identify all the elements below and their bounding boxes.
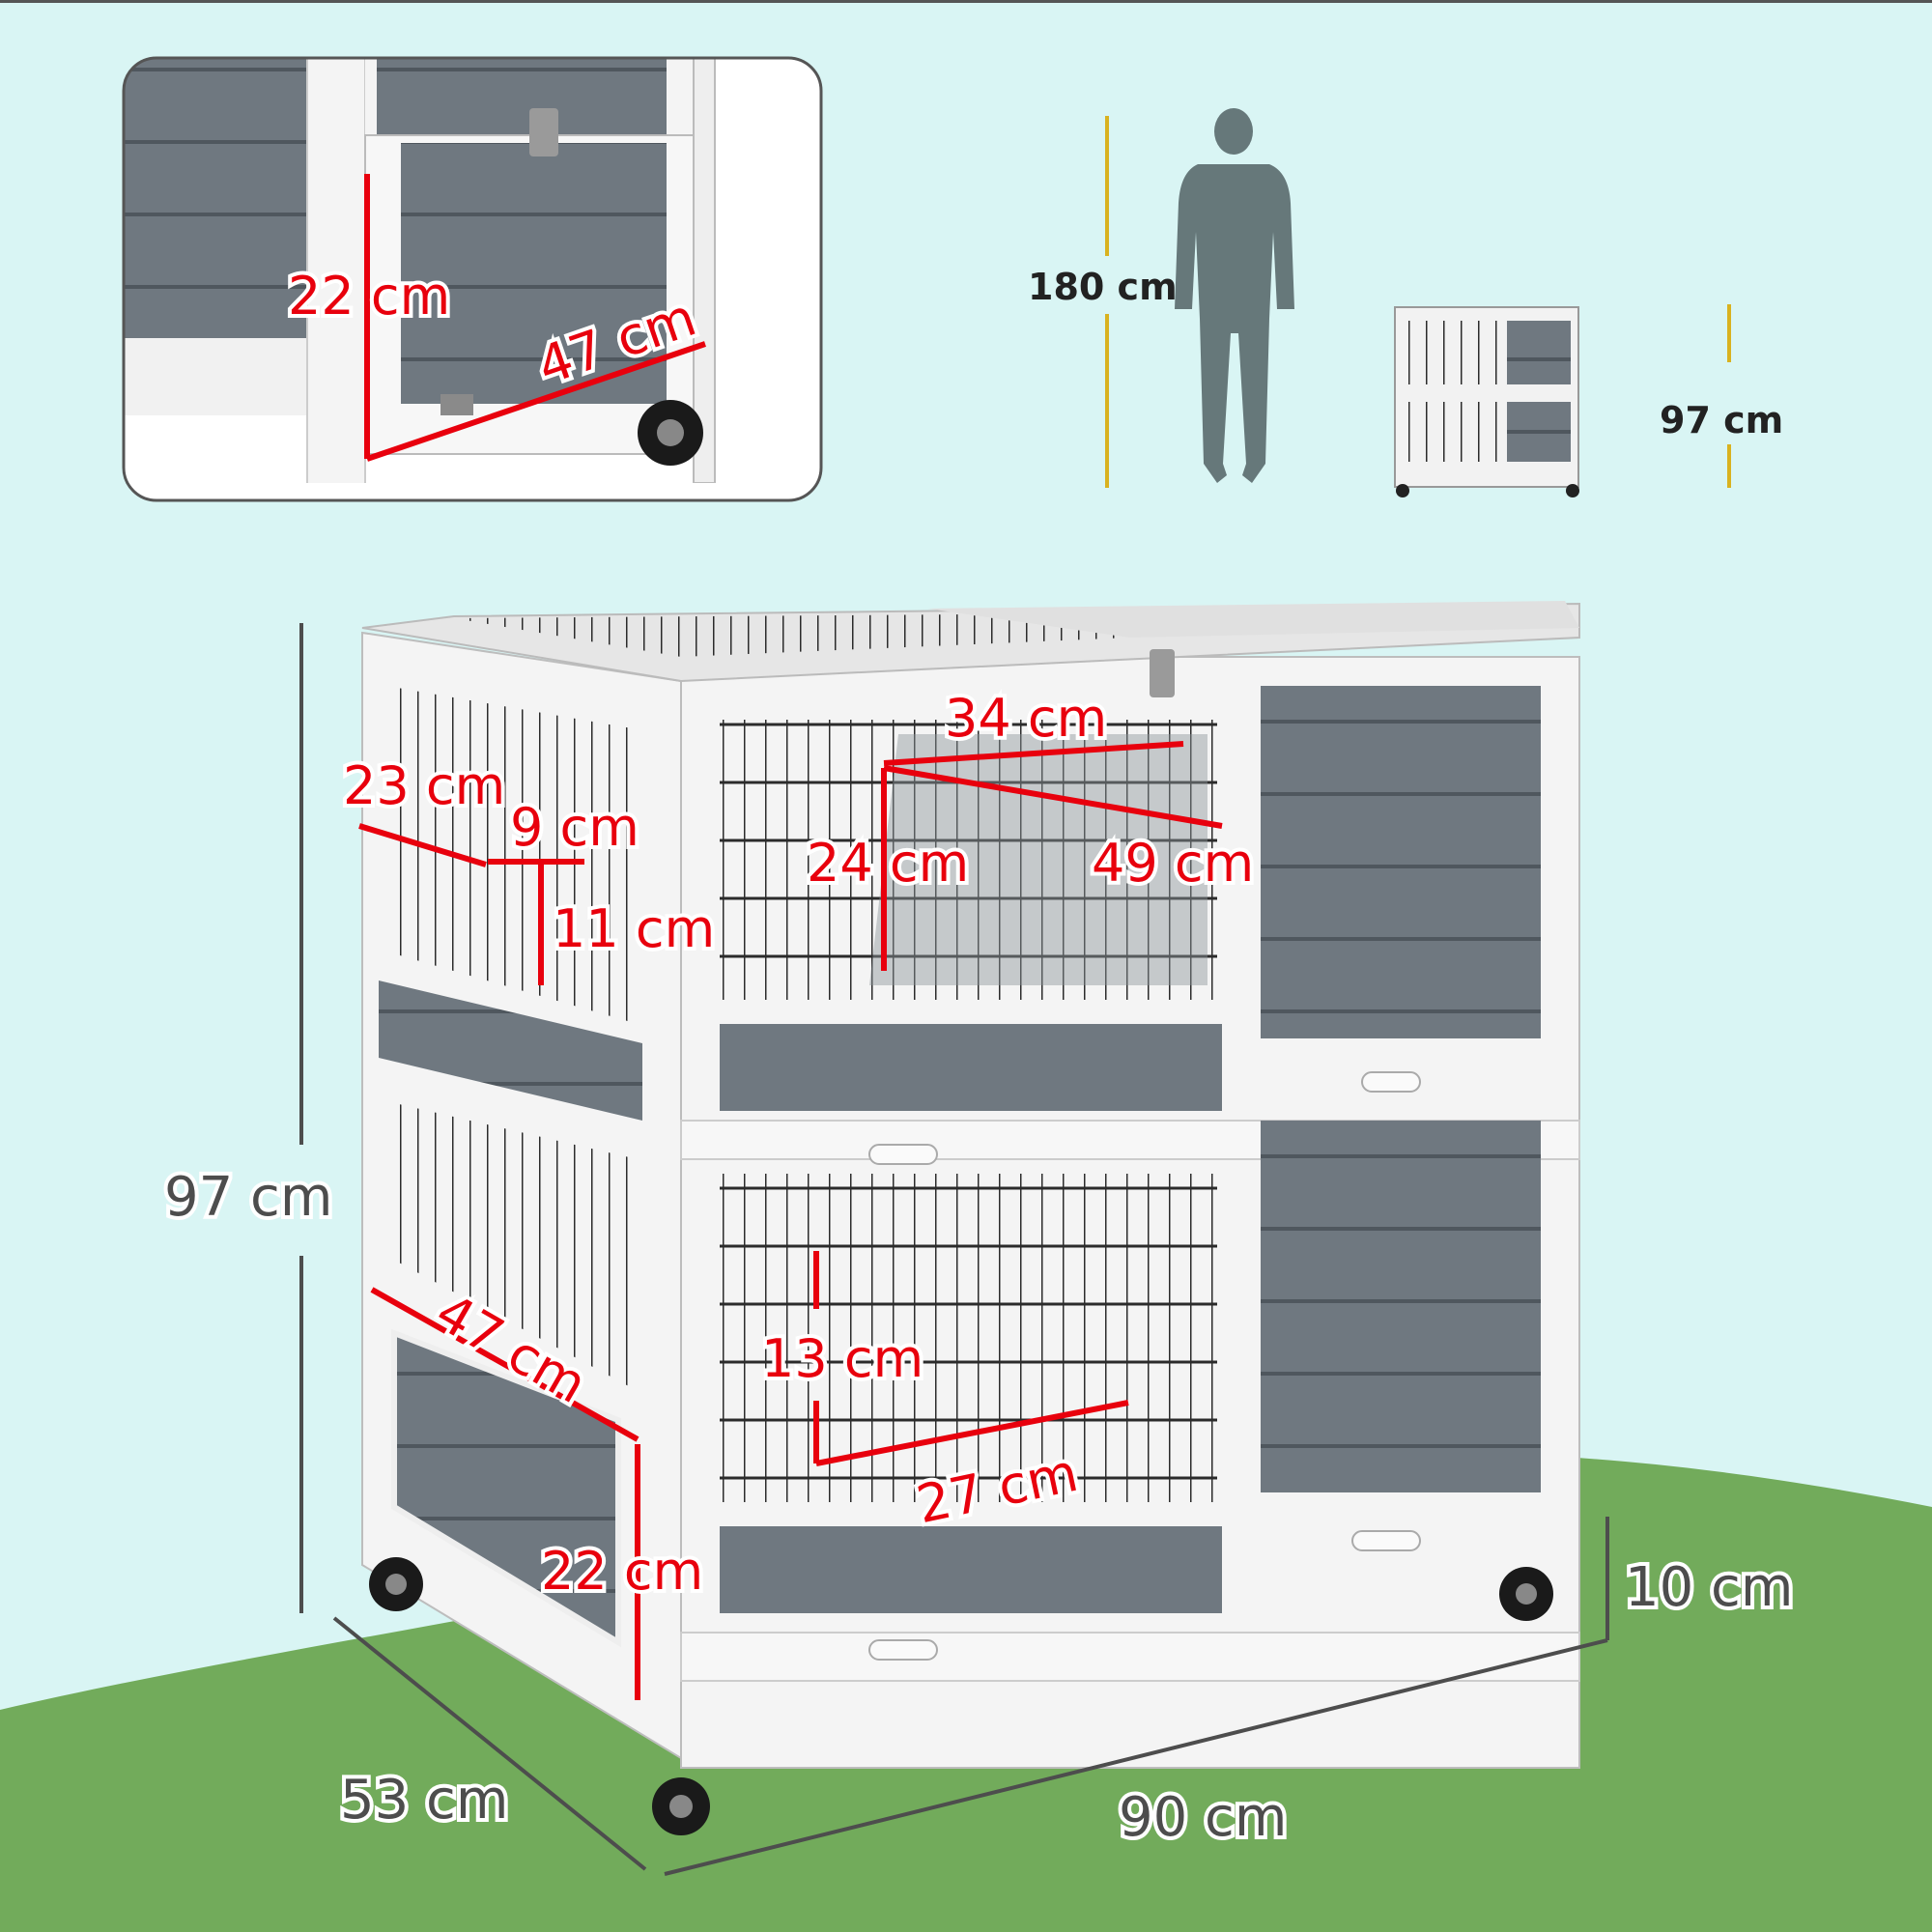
lower-side-door-height-label: 22 cm [541, 1541, 703, 1602]
main-dimensions: 97 cm 53 cm 90 cm 10 cm [160, 623, 1797, 1876]
hay-rack-length-label: 23 cm [343, 755, 505, 816]
inset-width-line [366, 341, 706, 462]
upper-door-width-label: 34 cm [945, 688, 1107, 749]
inset-panel: 22 cm 47 cm [122, 56, 823, 502]
latch-icon [1150, 649, 1175, 697]
width-label: 90 cm [1119, 1786, 1287, 1849]
upper-ramp-length-label: 49 cm [1092, 833, 1254, 894]
scale-comparison: 180 cm 97 cm [1028, 108, 1783, 497]
total-height-label: 97 cm [164, 1166, 332, 1229]
hay-rack-depth-label: 11 cm [553, 898, 715, 959]
red-dimension-lines [358, 741, 1223, 1700]
leg-height-label: 10 cm [1625, 1556, 1793, 1619]
top-border [0, 0, 1932, 3]
mini-hutch-icon [1394, 306, 1579, 497]
main-hutch [361, 601, 1580, 1835]
depth-label: 53 cm [340, 1769, 508, 1832]
hutch-height-small-label: 97 cm [1660, 399, 1783, 441]
person-icon [1175, 108, 1294, 483]
latch-icon [529, 108, 558, 156]
hay-rack-width-label: 9 cm [510, 797, 639, 858]
person-height-label: 180 cm [1028, 266, 1178, 308]
lower-door-height-label: 13 cm [761, 1328, 923, 1389]
hinge-icon [440, 394, 473, 415]
inset-door-height-label: 22 cm [288, 266, 450, 327]
upper-door-height-label: 24 cm [807, 833, 969, 894]
